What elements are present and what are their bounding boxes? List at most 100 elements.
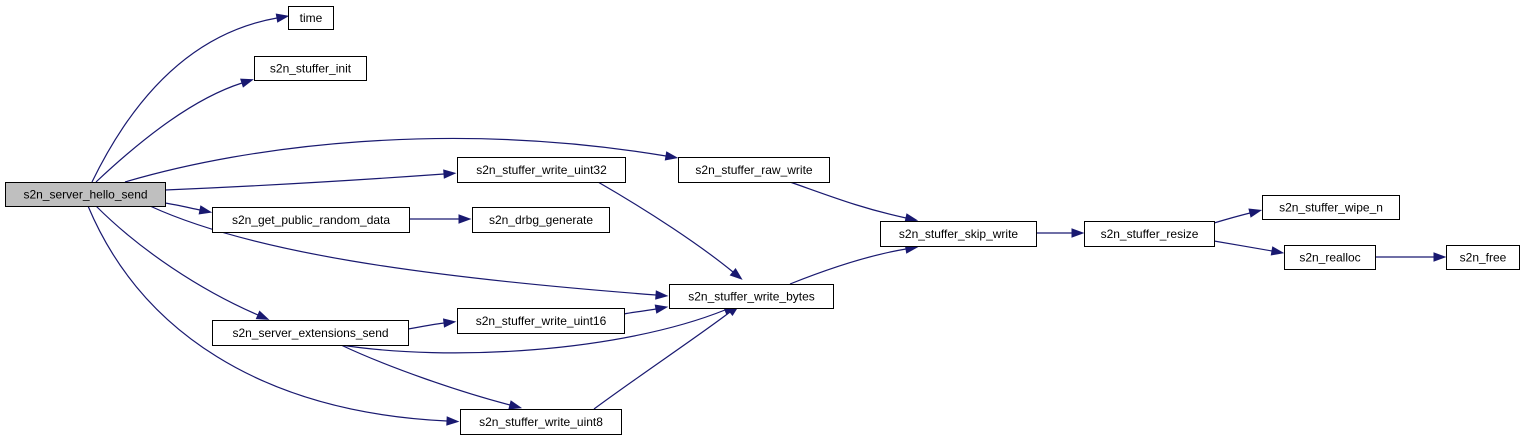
edge-hello_send-to-raw_write xyxy=(124,137,679,183)
node-box xyxy=(457,308,625,334)
arrowhead-icon xyxy=(664,151,679,161)
edge-line xyxy=(95,205,259,316)
arrowhead-icon xyxy=(508,400,523,410)
arrowhead-icon xyxy=(1270,246,1285,256)
node-stuffer_init[interactable]: s2n_stuffer_init xyxy=(254,56,367,81)
node-get_public_random[interactable]: s2n_get_public_random_data xyxy=(212,207,410,233)
node-label: time xyxy=(300,11,323,25)
node-label: s2n_stuffer_raw_write xyxy=(695,163,812,177)
edge-line xyxy=(91,17,278,183)
edge-line xyxy=(164,202,201,211)
edge-line xyxy=(593,311,731,410)
edge-line xyxy=(164,173,445,191)
edge-skip_write-to-resize xyxy=(1036,228,1085,238)
node-label: s2n_stuffer_write_uint16 xyxy=(476,314,607,328)
node-label: s2n_stuffer_write_uint8 xyxy=(479,415,603,429)
edge-line xyxy=(789,181,907,219)
node-label: s2n_stuffer_init xyxy=(270,62,352,76)
edge-extensions_send-to-write_uint16 xyxy=(407,318,457,330)
edge-extensions_send-to-write_uint8 xyxy=(340,344,523,410)
edge-hello_send-to-extensions_send xyxy=(95,205,270,320)
node-box xyxy=(254,56,367,81)
edge-write_bytes-to-skip_write xyxy=(789,244,919,285)
edge-line xyxy=(1213,212,1251,224)
node-box xyxy=(472,207,610,233)
node-wipe_n[interactable]: s2n_stuffer_wipe_n xyxy=(1262,195,1400,220)
arrowhead-icon xyxy=(446,416,460,426)
arrowhead-icon xyxy=(1248,208,1263,218)
node-label: s2n_stuffer_write_uint32 xyxy=(476,163,607,177)
edge-line xyxy=(340,309,726,354)
node-box xyxy=(678,157,830,183)
node-write_bytes[interactable]: s2n_stuffer_write_bytes xyxy=(669,284,834,309)
node-write_uint16[interactable]: s2n_stuffer_write_uint16 xyxy=(457,308,625,334)
node-box xyxy=(457,157,626,183)
node-box xyxy=(1446,245,1520,270)
arrowhead-icon xyxy=(198,205,213,215)
node-write_uint32[interactable]: s2n_stuffer_write_uint32 xyxy=(457,157,626,183)
edges-layer xyxy=(87,13,1447,426)
edge-line xyxy=(340,344,511,406)
node-label: s2n_drbg_generate xyxy=(489,213,593,227)
edge-hello_send-to-get_public_random xyxy=(164,202,213,215)
edge-line xyxy=(87,205,448,422)
edge-realloc-to-free xyxy=(1374,252,1447,262)
node-box xyxy=(5,182,166,207)
arrowhead-icon xyxy=(442,318,457,328)
edge-line xyxy=(623,308,657,315)
node-box xyxy=(288,6,334,30)
node-free[interactable]: s2n_free xyxy=(1446,245,1520,270)
edge-hello_send-to-write_uint8 xyxy=(87,205,460,426)
node-label: s2n_stuffer_skip_write xyxy=(899,227,1019,241)
node-realloc[interactable]: s2n_realloc xyxy=(1284,245,1376,270)
edge-get_public_random-to-drbg_generate xyxy=(408,214,472,224)
node-box xyxy=(880,221,1037,247)
edge-line xyxy=(149,205,657,296)
node-label: s2n_server_extensions_send xyxy=(232,326,388,340)
edge-line xyxy=(1213,240,1273,252)
node-hello_send[interactable]: s2n_server_hello_send xyxy=(5,182,166,207)
node-label: s2n_server_hello_send xyxy=(23,188,147,202)
node-skip_write[interactable]: s2n_stuffer_skip_write xyxy=(880,221,1037,247)
node-box xyxy=(1284,245,1376,270)
node-time[interactable]: time xyxy=(288,6,334,30)
node-raw_write[interactable]: s2n_stuffer_raw_write xyxy=(678,157,830,183)
node-box xyxy=(1084,221,1215,247)
edge-line xyxy=(407,322,445,330)
arrowhead-icon xyxy=(655,290,669,300)
arrowhead-icon xyxy=(240,78,254,88)
node-box xyxy=(212,207,410,233)
edge-resize-to-wipe_n xyxy=(1213,208,1263,224)
arrowhead-icon xyxy=(255,310,270,320)
edge-line xyxy=(95,82,243,183)
edge-resize-to-realloc xyxy=(1213,240,1285,256)
edge-hello_send-to-write_uint32 xyxy=(164,169,457,191)
nodes-layer: s2n_server_hello_send time s2n_stuffer_ini… xyxy=(5,6,1520,435)
node-box xyxy=(1262,195,1400,220)
node-resize[interactable]: s2n_stuffer_resize xyxy=(1084,221,1215,247)
edge-raw_write-to-skip_write xyxy=(789,181,919,223)
arrowhead-icon xyxy=(904,213,919,223)
edge-write_uint16-to-write_bytes xyxy=(623,304,669,315)
node-label: s2n_stuffer_resize xyxy=(1101,227,1199,241)
node-label: s2n_stuffer_wipe_n xyxy=(1279,201,1383,215)
edge-hello_send-to-write_bytes xyxy=(149,205,669,300)
arrowhead-icon xyxy=(654,304,669,314)
node-label: s2n_get_public_random_data xyxy=(232,213,390,227)
arrowhead-icon xyxy=(458,214,472,224)
node-write_uint8[interactable]: s2n_stuffer_write_uint8 xyxy=(460,409,622,435)
node-drbg_generate[interactable]: s2n_drbg_generate xyxy=(472,207,610,233)
arrowhead-icon xyxy=(275,13,290,23)
arrowhead-icon xyxy=(443,169,457,179)
edge-line xyxy=(789,248,907,285)
arrowhead-icon xyxy=(1071,228,1085,238)
edge-line xyxy=(597,181,734,273)
node-label: s2n_stuffer_write_bytes xyxy=(688,290,815,304)
node-label: s2n_free xyxy=(1460,251,1507,265)
node-box xyxy=(212,320,409,346)
node-label: s2n_realloc xyxy=(1299,251,1360,265)
node-extensions_send[interactable]: s2n_server_extensions_send xyxy=(212,320,409,346)
edge-hello_send-to-time xyxy=(91,13,290,183)
node-box xyxy=(460,409,622,435)
